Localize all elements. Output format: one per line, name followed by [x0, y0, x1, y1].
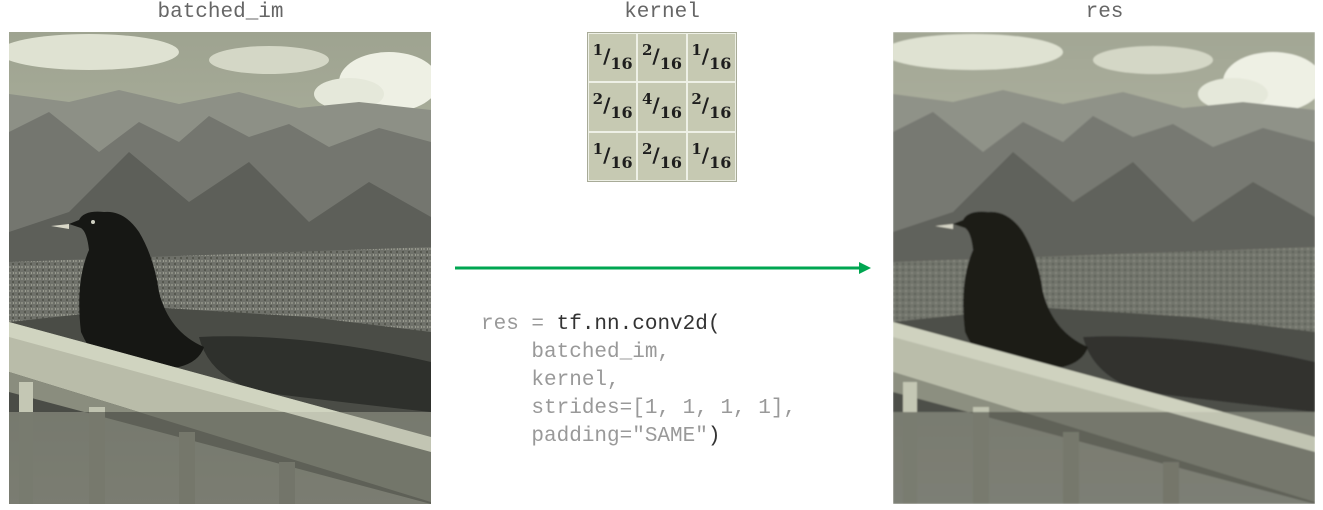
kernel-cell: 2/16 [588, 82, 638, 132]
code-arg-padding: padding="SAME" [481, 425, 708, 448]
kernel-cell: 1/16 [686, 131, 736, 181]
crow-photo-blurred-icon [893, 32, 1315, 504]
numerator: 1 [592, 41, 604, 60]
code-call: tf.nn.conv2d( [556, 313, 721, 336]
denominator: 16 [709, 103, 732, 123]
kernel-matrix: 1/16 2/16 1/16 2/16 4/16 2/16 1/16 2/16 … [587, 32, 737, 182]
kernel-cell: 2/16 [686, 82, 736, 132]
denominator: 16 [610, 54, 633, 74]
crow-photo-icon [9, 32, 431, 504]
kernel-cell: 2/16 [637, 33, 687, 83]
kernel-label: kernel [624, 1, 700, 24]
numerator: 2 [691, 90, 702, 109]
code-assign: res = [481, 313, 557, 336]
denominator: 16 [709, 54, 732, 74]
numerator: 1 [691, 41, 702, 60]
numerator: 1 [691, 139, 702, 158]
kernel-cell: 2/16 [637, 131, 687, 181]
denominator: 16 [709, 152, 732, 172]
kernel-cell: 1/16 [588, 131, 638, 181]
numerator: 2 [641, 139, 653, 158]
kernel-cell: 1/16 [686, 33, 736, 83]
denominator: 16 [659, 54, 682, 74]
kernel-cell: 1/16 [588, 33, 638, 83]
input-image-label: batched_im [157, 1, 284, 24]
numerator: 4 [641, 90, 653, 109]
code-snippet: res = tf.nn.conv2d( batched_im, kernel, … [481, 311, 796, 451]
code-close-paren: ) [707, 425, 721, 448]
denominator: 16 [610, 103, 633, 123]
denominator: 16 [659, 103, 682, 123]
input-image [9, 32, 431, 504]
numerator: 2 [592, 90, 604, 109]
result-image [893, 32, 1315, 504]
denominator: 16 [610, 152, 633, 172]
arrow-right-icon [455, 262, 871, 274]
denominator: 16 [659, 152, 682, 172]
result-image-label: res [1085, 1, 1124, 24]
numerator: 1 [592, 139, 604, 158]
code-arg-kernel: kernel, [481, 369, 620, 392]
code-arg-strides: strides=[1, 1, 1, 1], [481, 397, 797, 420]
numerator: 2 [641, 41, 653, 60]
kernel-cell: 4/16 [637, 82, 687, 132]
code-arg-input: batched_im, [481, 341, 671, 364]
